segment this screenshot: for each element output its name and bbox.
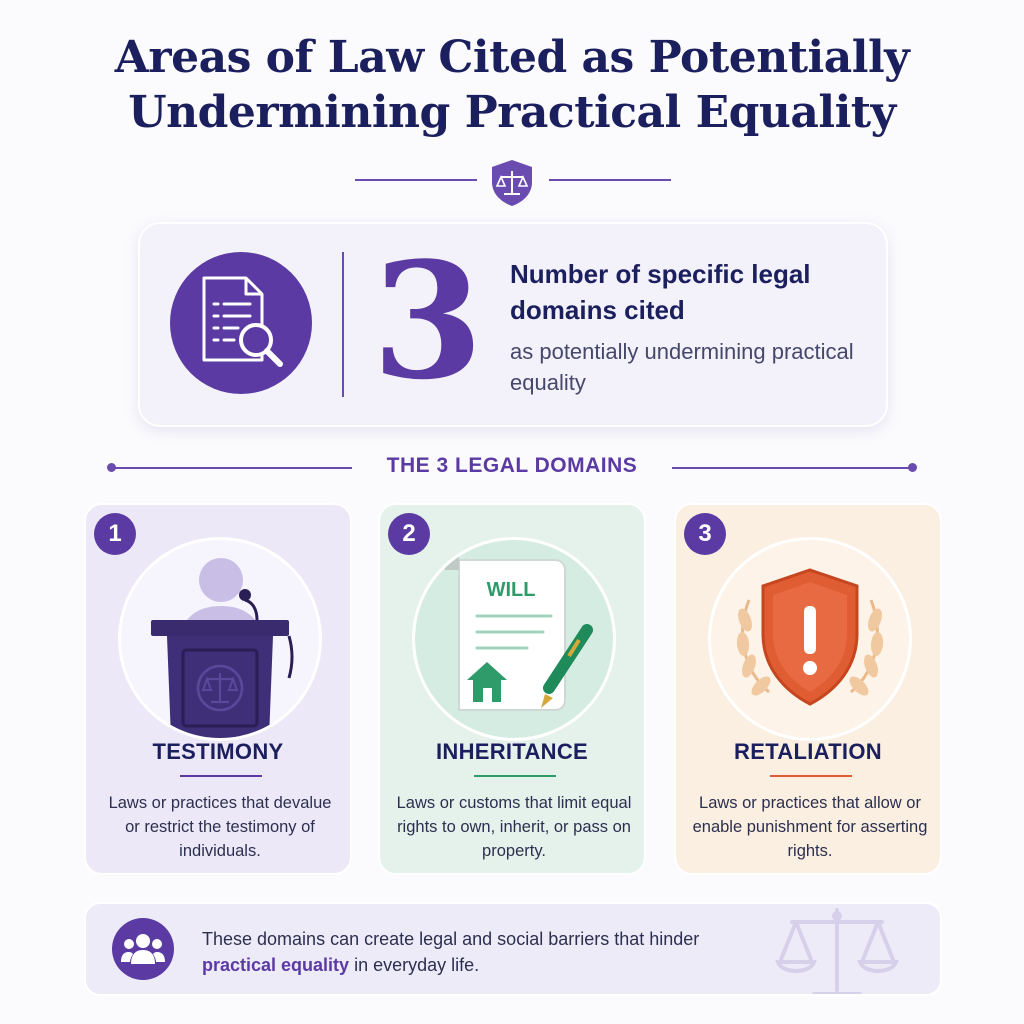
footer-banner: These domains can create legal and socia… [84, 902, 942, 996]
domain-description: Laws or customs that limit equal rights … [396, 794, 632, 860]
page-title: Areas of Law Cited as Potentially Underm… [0, 30, 1024, 140]
domain-title-rule [770, 775, 852, 777]
page-title-line-2: Undermining Practical Equality [128, 87, 896, 138]
domain-illustration: WILL [412, 537, 616, 741]
domain-card-testimony: 1 TESTIMONY Laws or practices that deval… [84, 503, 352, 875]
stat-number: 3 [372, 227, 484, 415]
will-document-icon: WILL [445, 550, 593, 711]
stat-subtext: as potentially undermining practical equ… [510, 339, 854, 395]
domain-number-badge: 1 [94, 513, 136, 555]
warning-shield-icon [736, 568, 884, 706]
title-divider [0, 158, 1024, 208]
domain-title-rule [180, 775, 262, 777]
stat-card: 3 Number of specific legal domains cited… [138, 222, 888, 427]
title-divider-rule-right [549, 179, 671, 181]
page-title-line-1: Areas of Law Cited as Potentially [114, 32, 910, 83]
stat-icon-circle [170, 252, 312, 394]
stat-heading: Number of specific legal domains cited [510, 259, 811, 325]
stat-separator [342, 252, 344, 397]
will-label: WILL [487, 579, 536, 601]
section-header: THE 3 LEGAL DOMAINS [0, 450, 1024, 486]
document-search-icon [202, 276, 283, 367]
domain-illustration [118, 537, 322, 741]
title-divider-rule-left [355, 179, 477, 181]
footer-highlight: practical equality [202, 955, 350, 975]
domain-title-rule [474, 775, 556, 777]
footer-text-after: in everyday life. [349, 955, 480, 975]
scales-of-justice-icon [775, 908, 899, 994]
domain-title: TESTIMONY [152, 739, 284, 764]
domain-description: Laws or practices that allow or enable p… [692, 794, 928, 860]
section-rule-right [672, 467, 912, 469]
domain-number-badge: 3 [684, 513, 726, 555]
section-rule-left [112, 467, 352, 469]
footer-icon-circle [112, 918, 174, 980]
section-dot-left [107, 463, 116, 472]
domain-title: RETALIATION [734, 739, 882, 764]
group-people-icon [121, 934, 165, 964]
section-dot-right [908, 463, 917, 472]
domain-number-badge: 2 [388, 513, 430, 555]
podium-speaker-icon [151, 558, 294, 738]
scales-shield-icon [492, 160, 532, 206]
domain-title: INHERITANCE [435, 739, 588, 764]
domain-illustration [708, 537, 912, 741]
domain-card-retaliation: 3 RETALIATION Laws or practices that all… [674, 503, 942, 875]
footer-text: These domains can create legal and socia… [202, 926, 762, 978]
footer-text-before: These domains can create legal and socia… [202, 929, 700, 949]
section-label: THE 3 LEGAL DOMAINS [386, 454, 638, 477]
domain-description: Laws or practices that devalue or restri… [108, 794, 332, 860]
domain-card-inheritance: WILL 2 INHERITANCE Laws or customs that … [378, 503, 646, 875]
